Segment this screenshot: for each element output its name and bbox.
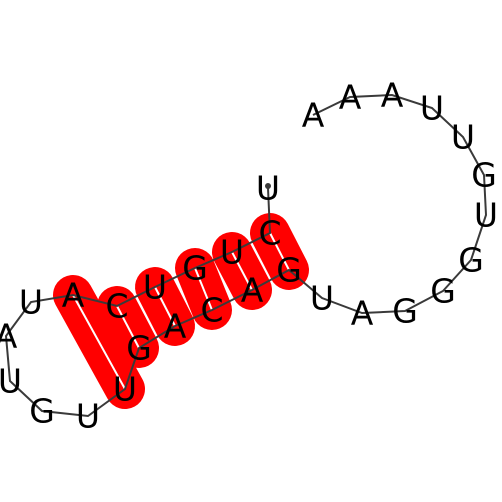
base-pair-line bbox=[269, 232, 290, 271]
base-pair-lines bbox=[72, 232, 290, 390]
nucleotide-3: U bbox=[220, 233, 244, 272]
base-pair-line bbox=[116, 305, 140, 349]
base-pair-line bbox=[231, 251, 253, 291]
nucleotide-23: G bbox=[458, 241, 484, 280]
nucleotide-25: G bbox=[471, 156, 497, 195]
nucleotide-18: G bbox=[276, 251, 302, 290]
nucleotide-9: A bbox=[0, 317, 18, 356]
nucleotide-13: U bbox=[113, 370, 137, 409]
nucleotide-8: U bbox=[19, 283, 43, 322]
nucleotide-17: A bbox=[241, 271, 264, 310]
nucleotide-11: G bbox=[29, 392, 55, 431]
nucleotide-27: U bbox=[420, 89, 444, 128]
nucleotide-30: A bbox=[302, 96, 325, 135]
nucleotide-28: A bbox=[381, 76, 404, 115]
nucleotide-20: A bbox=[351, 294, 374, 333]
nucleotide-19: U bbox=[310, 279, 334, 318]
base-pair-line bbox=[194, 267, 213, 311]
nucleotide-7: A bbox=[62, 276, 85, 315]
nucleotide-29: A bbox=[339, 78, 362, 117]
nucleotide-22: G bbox=[430, 272, 456, 311]
backbone-line bbox=[4, 93, 488, 418]
base-pair-line bbox=[154, 286, 176, 327]
nucleotide-15: A bbox=[164, 307, 187, 346]
nucleotide-10: U bbox=[0, 362, 22, 401]
nucleotide-16: C bbox=[200, 291, 223, 330]
nucleotide-5: U bbox=[143, 268, 167, 307]
base-pair-line bbox=[72, 294, 126, 390]
nucleotide-6: C bbox=[105, 287, 128, 326]
five-prime-end-marker bbox=[265, 183, 271, 189]
nucleotide-14: G bbox=[126, 329, 152, 368]
nucleotide-2: C bbox=[258, 214, 281, 253]
nucleotide-21: G bbox=[392, 292, 418, 331]
nucleotide-1: U bbox=[256, 169, 280, 208]
nucleotide-26: U bbox=[451, 118, 475, 157]
nucleotide-24: U bbox=[474, 196, 498, 235]
nucleotide-4: G bbox=[182, 249, 208, 288]
nucleotide-12: U bbox=[76, 397, 100, 436]
